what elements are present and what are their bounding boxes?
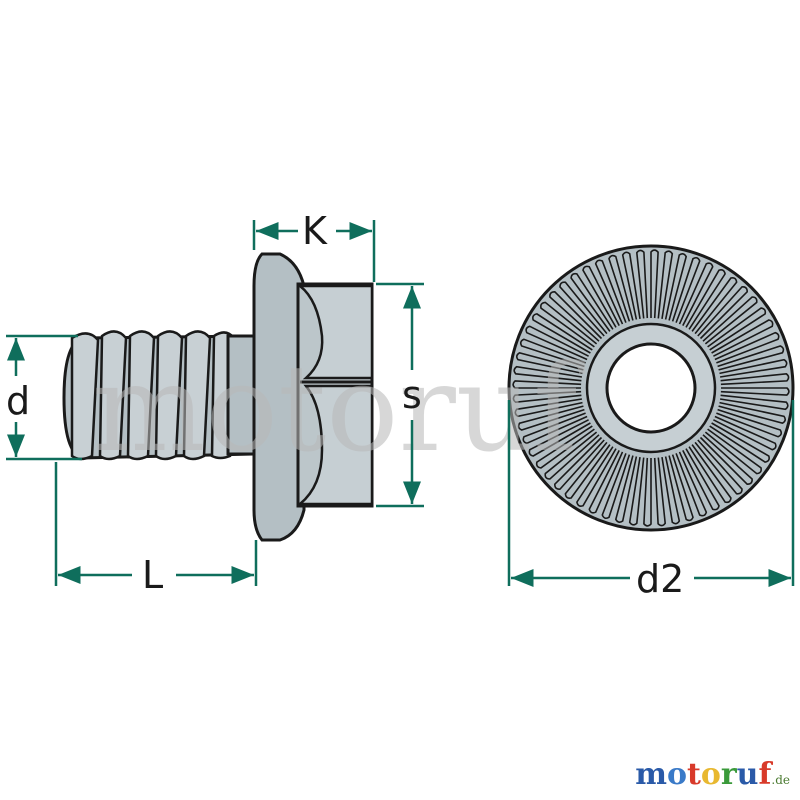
serration-tooth	[628, 456, 645, 526]
serration-tooth	[714, 331, 780, 364]
logo-domain: .de	[771, 773, 790, 787]
serration-tooth	[570, 272, 614, 332]
serration-tooth	[678, 262, 714, 326]
label-d2: d2	[636, 557, 684, 601]
serration-tooth	[614, 455, 638, 524]
logo-letter: u	[736, 757, 759, 792]
bolt-flange	[252, 252, 306, 542]
serration-tooth	[719, 358, 788, 378]
serration-tooth	[699, 434, 753, 486]
serration-tooth	[544, 431, 600, 480]
serration-tooth	[535, 425, 595, 469]
label-K: K	[302, 209, 328, 253]
serration-tooth	[594, 259, 627, 325]
serration-tooth	[514, 398, 583, 418]
serration-tooth	[657, 250, 674, 320]
serration-tooth	[517, 405, 585, 431]
serration-tooth	[704, 428, 762, 475]
serration-tooth	[682, 448, 720, 511]
serration-tooth	[528, 419, 591, 457]
serration-tooth	[716, 408, 783, 438]
serration-tooth	[512, 390, 582, 404]
serration-tooth	[668, 454, 694, 522]
label-L: L	[142, 553, 163, 597]
hex-face-upper	[296, 284, 374, 380]
serration-tooth	[653, 457, 667, 527]
serration-tooth	[685, 269, 726, 330]
serration-tooth	[718, 401, 787, 425]
logo-letter: o	[666, 757, 687, 792]
serration-tooth	[713, 415, 777, 451]
serration-tooth	[711, 319, 774, 357]
serration-tooth	[650, 249, 659, 319]
serration-tooth	[513, 365, 583, 382]
watermark-text: motoruf	[92, 340, 585, 479]
serration-tooth	[717, 345, 785, 371]
label-s: s	[402, 373, 422, 417]
serration-tooth	[540, 301, 598, 348]
serration-tooth	[719, 394, 789, 411]
serration-tooth	[720, 387, 790, 396]
flange-serrations	[512, 249, 790, 527]
logo-letter: f	[758, 757, 772, 792]
serration-tooth	[643, 457, 652, 527]
serration-tooth	[697, 286, 749, 340]
hex-face-lower	[296, 384, 374, 506]
serration-tooth	[671, 256, 701, 323]
serration-tooth	[601, 453, 631, 520]
bolt-hole	[605, 342, 697, 434]
serration-tooth	[532, 313, 593, 354]
logo-letter: o	[700, 757, 721, 792]
logo-letter: m	[635, 757, 667, 792]
logo-letter: r	[720, 757, 737, 792]
bolt-side-view	[62, 252, 374, 542]
serration-tooth	[519, 338, 586, 368]
serration-tooth	[515, 351, 584, 375]
serration-tooth	[608, 254, 634, 322]
serration-tooth	[522, 412, 588, 445]
serration-tooth	[661, 456, 681, 525]
serration-tooth	[720, 372, 790, 386]
serration-tooth	[549, 290, 603, 342]
dimensions	[6, 220, 795, 587]
serration-tooth	[675, 451, 708, 517]
logo-letter: t	[686, 757, 701, 792]
logo-letters: motoruf	[635, 757, 771, 792]
serration-tooth	[688, 444, 732, 504]
serration-tooth	[512, 380, 582, 389]
serration-tooth	[694, 439, 743, 495]
bolt-front-view	[507, 244, 795, 532]
serration-tooth	[621, 251, 641, 320]
serration-tooth	[525, 325, 589, 361]
serration-tooth	[553, 436, 605, 490]
serration-tooth	[691, 277, 738, 335]
motoruf-logo: motoruf.de	[635, 757, 790, 792]
serration-tooth	[576, 446, 617, 507]
serration-tooth	[582, 265, 620, 328]
serration-tooth	[664, 252, 688, 321]
serration-tooth	[709, 422, 770, 463]
serration-tooth	[635, 249, 649, 319]
serration-tooth	[559, 281, 608, 337]
bolt-neck	[226, 334, 258, 456]
serration-tooth	[564, 441, 611, 499]
serration-tooth	[707, 307, 767, 351]
label-d: d	[6, 379, 30, 423]
serration-tooth	[588, 450, 624, 514]
serration-tooth	[702, 296, 758, 345]
